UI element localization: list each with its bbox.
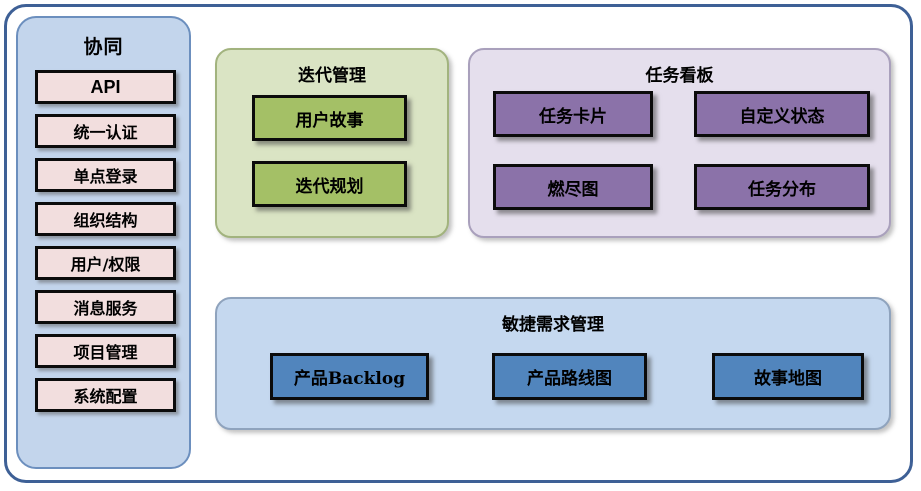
sidebar-item-single-sign-on[interactable]: 单点登录 [35,158,176,192]
sidebar-item-project-management[interactable]: 项目管理 [35,334,176,368]
group-title-iteration-management: 迭代管理 [298,66,366,86]
tile-product-backlog[interactable]: 产品Backlog [270,353,429,400]
tile-burndown-chart[interactable]: 燃尽图 [493,164,653,210]
tile-user-story[interactable]: 用户故事 [252,95,407,141]
tile-product-roadmap[interactable]: 产品路线图 [492,353,647,400]
sidebar-item-api[interactable]: API [35,70,176,104]
sidebar-item-system-config[interactable]: 系统配置 [35,378,176,412]
tile-task-distribution[interactable]: 任务分布 [694,164,870,210]
sidebar-title: 协同 [83,37,124,58]
sidebar-item-org-structure[interactable]: 组织结构 [35,202,176,236]
tile-story-map[interactable]: 故事地图 [712,353,864,400]
sidebar-item-user-permission[interactable]: 用户/权限 [35,246,176,280]
group-agile-requirement-management: 敏捷需求管理 产品Backlog 产品路线图 故事地图 [215,297,891,430]
tile-iteration-planning[interactable]: 迭代规划 [252,161,407,207]
sidebar-item-list: API 统一认证 单点登录 组织结构 用户/权限 消息服务 项目管理 系统配置 [35,70,176,422]
group-iteration-management: 迭代管理 用户故事 迭代规划 [215,48,449,238]
group-task-board: 任务看板 任务卡片 自定义状态 燃尽图 任务分布 [468,48,891,238]
tile-custom-status[interactable]: 自定义状态 [694,91,870,137]
sidebar-item-message-service[interactable]: 消息服务 [35,290,176,324]
collaboration-sidebar-panel: 协同 API 统一认证 单点登录 组织结构 用户/权限 消息服务 项目管理 系统… [16,16,191,469]
group-title-agile-requirement-management: 敏捷需求管理 [502,315,604,335]
tile-task-card[interactable]: 任务卡片 [493,91,653,137]
group-title-task-board: 任务看板 [645,66,714,86]
sidebar-item-unified-auth[interactable]: 统一认证 [35,114,176,148]
